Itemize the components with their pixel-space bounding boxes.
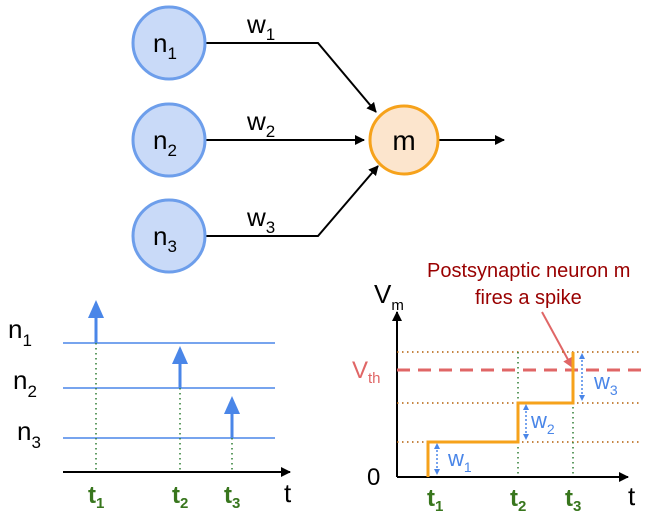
spike-n3 xyxy=(224,396,240,438)
weight-w3-label: w3 xyxy=(246,202,275,237)
increment-w3-marker xyxy=(579,353,585,401)
input-neuron-n3 xyxy=(131,198,207,274)
input-neuron-n1 xyxy=(131,5,207,81)
spike-n2 xyxy=(172,346,188,388)
output-neuron-label: m xyxy=(392,125,415,156)
spike-row-n2-label: n2 xyxy=(13,365,37,401)
spike-row-n3-label: n3 xyxy=(17,416,41,452)
annotation-line-1: Postsynaptic neuron m xyxy=(427,260,630,282)
potential-origin-label: 0 xyxy=(367,464,380,491)
spike-time-axis-label: t xyxy=(284,478,292,508)
increment-w3-label: w3 xyxy=(593,369,618,398)
increment-w2-label: w2 xyxy=(530,408,555,437)
membrane-potential-trace xyxy=(426,352,575,477)
input-neuron-n1-label: n1 xyxy=(153,28,177,63)
potential-x-axis-label: t xyxy=(628,481,636,511)
annotation-line-2: fires a spike xyxy=(475,287,582,309)
spike-time-t3-label: t3 xyxy=(224,482,240,512)
connection-n1-m xyxy=(206,42,377,113)
weight-w1-label: w1 xyxy=(246,9,275,44)
spike-raster: n1 n2 n3 t t1 t2 t3 xyxy=(8,300,292,512)
spike-time-t1-label: t1 xyxy=(88,482,104,512)
input-neuron-n2 xyxy=(131,102,207,178)
potential-time-t1-label: t1 xyxy=(427,485,443,515)
increment-w1-label: w1 xyxy=(447,446,472,475)
output-neuron-m xyxy=(368,104,440,176)
potential-y-axis-label: Vm xyxy=(374,279,404,314)
threshold-label: Vth xyxy=(352,357,381,387)
potential-time-t3-label: t3 xyxy=(565,485,581,515)
annotation-arrow xyxy=(541,311,573,368)
increment-w1-marker xyxy=(434,443,440,475)
spike-row-n1-label: n1 xyxy=(8,314,32,350)
potential-time-t2-label: t2 xyxy=(510,485,526,515)
spike-time-t2-label: t2 xyxy=(172,482,188,512)
input-neuron-n3-label: n3 xyxy=(153,221,177,256)
weight-w2-label: w2 xyxy=(246,106,275,141)
membrane-potential-plot: Postsynaptic neuron m fires a spike Vm 0… xyxy=(352,260,645,515)
spike-n1 xyxy=(88,300,104,343)
connection-n3-m xyxy=(206,165,379,237)
input-neuron-n2-label: n2 xyxy=(153,125,177,160)
increment-w2-marker xyxy=(523,404,529,440)
network-diagram: n1 n2 n3 w1 w2 w3 m xyxy=(131,5,505,274)
